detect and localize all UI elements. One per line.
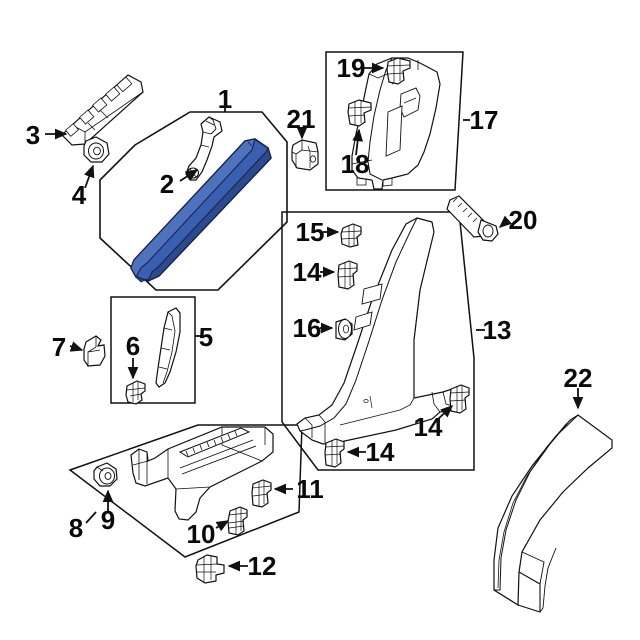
- callout-label-12[interactable]: 12: [248, 551, 277, 581]
- part-12-trim-clip[interactable]: [195, 554, 225, 584]
- leader-lines: [45, 62, 584, 572]
- callout-label-6[interactable]: 6: [126, 331, 140, 361]
- callout-label-3[interactable]: 3: [26, 120, 40, 150]
- group-8-boundary: [68, 424, 303, 558]
- part-14a-trim-retainer-clip[interactable]: [337, 260, 358, 290]
- part-18-pillar-clip[interactable]: [347, 99, 372, 127]
- part-19-pillar-upper-clip[interactable]: [386, 57, 411, 85]
- callout-label-20[interactable]: 20: [509, 205, 538, 235]
- callout-label-14c[interactable]: 14: [414, 412, 443, 442]
- callout-label-14b[interactable]: 14: [366, 437, 395, 467]
- part-4-cap-nut[interactable]: [83, 136, 110, 163]
- part-14c-trim-retainer-clip[interactable]: [449, 384, 470, 414]
- callout-label-14a[interactable]: 14: [293, 257, 322, 287]
- part-11-sill-retainer-clip[interactable]: [251, 479, 272, 508]
- callout-label-4[interactable]: 4: [72, 180, 87, 210]
- callout-label-21[interactable]: 21: [287, 104, 316, 134]
- leader-20: [498, 215, 512, 228]
- part-5-pillar-reinforcement[interactable]: [155, 307, 181, 388]
- part-3-reinforcement-rail[interactable]: [61, 74, 144, 146]
- part-15-upper-trim-clip[interactable]: [340, 223, 362, 248]
- leader-7: [69, 341, 84, 352]
- leader-8: [85, 511, 97, 524]
- leader-4: [84, 164, 95, 189]
- group-1-front-pillar: [99, 111, 288, 291]
- part-9-push-pin-fastener[interactable]: [93, 462, 118, 487]
- callout-label-18[interactable]: 18: [341, 149, 370, 179]
- part-20-hex-flange-bolt[interactable]: [446, 195, 499, 242]
- leader-14c: [436, 405, 454, 421]
- callout-label-15[interactable]: 15: [296, 217, 325, 247]
- leader-18: [352, 128, 364, 156]
- group-8-sill-plate: [68, 424, 303, 558]
- callout-label-8[interactable]: 8: [69, 513, 83, 543]
- part-16-grommet[interactable]: [335, 318, 353, 341]
- callout-label-9[interactable]: 9: [101, 505, 115, 535]
- callout-label-1[interactable]: 1: [218, 84, 232, 114]
- part-14b-trim-retainer-clip[interactable]: [324, 438, 345, 468]
- group-13-lower-pillar: [281, 211, 475, 471]
- part-1-front-pillar-trim[interactable]: [130, 138, 272, 283]
- group-5-boundary: [110, 296, 196, 404]
- callout-label-22[interactable]: 22: [564, 363, 593, 393]
- group-17-boundary: [325, 51, 464, 191]
- callout-label-5[interactable]: 5: [199, 322, 213, 352]
- callout-labels: 1 2 3 4 5 6 7 8 9 10 11 12 13 14 14 14 1…: [26, 53, 593, 581]
- callout-label-19[interactable]: 19: [337, 53, 366, 83]
- leader-10: [215, 520, 230, 532]
- part-8-door-sill-plate[interactable]: [130, 426, 274, 521]
- callout-label-2[interactable]: 2: [160, 169, 174, 199]
- callout-label-11[interactable]: 11: [296, 474, 324, 504]
- part-21-small-retainer[interactable]: [291, 139, 319, 171]
- callout-label-16[interactable]: 16: [293, 313, 322, 343]
- part-13-center-pillar-lower-trim[interactable]: [296, 217, 463, 445]
- part-6-retainer-clip[interactable]: [125, 380, 146, 405]
- callout-label-10[interactable]: 10: [187, 519, 216, 549]
- part-22-rear-sill-trim[interactable]: [493, 414, 613, 613]
- callout-label-7[interactable]: 7: [52, 332, 66, 362]
- group-17-upper-pillar: [325, 51, 464, 191]
- group-5-reinforcement: [110, 296, 196, 405]
- callout-label-17[interactable]: 17: [470, 105, 499, 135]
- leader-2: [179, 169, 199, 182]
- part-7-bracket-clip[interactable]: [83, 335, 106, 367]
- callout-label-13[interactable]: 13: [483, 315, 512, 345]
- group-1-boundary: [99, 111, 288, 291]
